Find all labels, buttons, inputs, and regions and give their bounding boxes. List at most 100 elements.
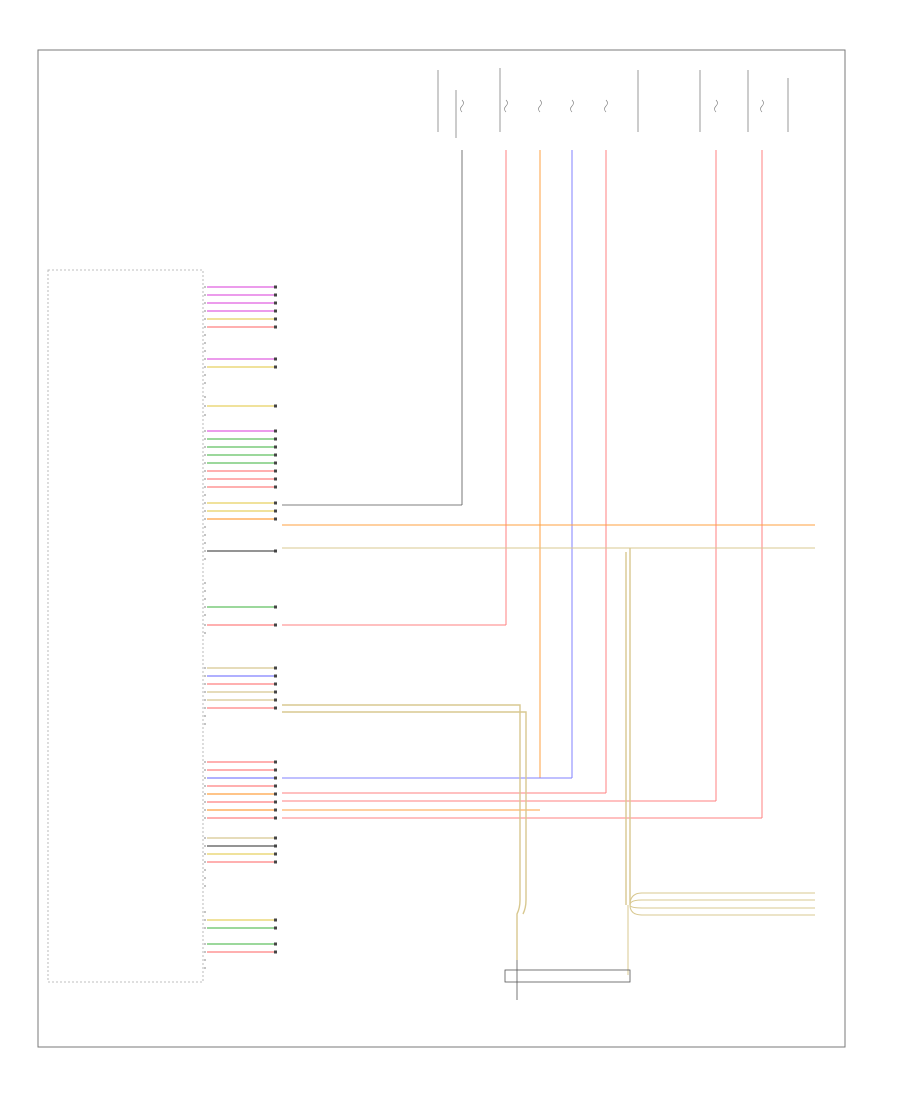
bcm-pin-marker [204,715,206,717]
bcm-pin-marker [204,777,206,779]
connector-terminal [274,477,277,481]
bcm-pin-marker [204,861,206,863]
bcm-pin-marker [204,534,206,536]
connector-terminal [274,453,277,457]
bcm-pin-marker [204,967,206,969]
fuse-symbol [760,99,764,113]
wire-tan-branch [629,904,815,909]
bcm-pin-marker [204,470,206,472]
bcm-pin-marker [204,793,206,795]
diagram-frame [37,49,846,1048]
bcm-pin-marker [204,885,206,887]
connector-terminal [274,666,277,670]
bcm-pin-marker [204,817,206,819]
connector-terminal [274,674,277,678]
connector-terminal [274,706,277,710]
connector-terminal [274,309,277,313]
bcm-pin-marker [204,877,206,879]
connector-terminal [274,950,277,954]
bcm-pin-marker [204,683,206,685]
bcm-pin-marker [204,801,206,803]
connector-terminal [274,501,277,505]
bcm-pin-marker [204,494,206,496]
connector-terminal [274,461,277,465]
connector-terminal [274,682,277,686]
bcm-pin-marker [204,486,206,488]
bcm-pin-marker [204,691,206,693]
connector-terminal [274,942,277,946]
bcm-pin-marker [204,943,206,945]
bcm-pin-marker [204,785,206,787]
fuse-symbol [460,99,464,113]
bcm-pin-marker [204,502,206,504]
bcm-pin-marker [204,358,206,360]
connector-terminal [274,605,277,609]
bcm-pin-marker [204,374,206,376]
fuse-header-group [437,68,789,138]
connector-terminal [274,357,277,361]
wire-tan-branch [629,899,815,906]
wire-tan-branch [629,892,815,906]
bcm-pin-marker [204,959,206,961]
bcm-pin-marker [204,919,206,921]
bcm-pin-marker [204,342,206,344]
connector-terminal [274,485,277,489]
bcm-pin-marker [204,614,206,616]
bcm-pin-marker [204,837,206,839]
bcm-pin-marker [204,350,206,352]
bcm-pin-marker [204,927,206,929]
bcm-pin-marker [204,430,206,432]
bcm-pin-marker [204,310,206,312]
bcm-box [47,269,204,983]
bcm-pin-marker [204,366,206,368]
connector-terminal [274,836,277,840]
wire-tan-branch [629,904,815,916]
wire-tan-ground [282,704,521,960]
ground-connector-body [504,969,631,983]
bcm-pin-marker [204,478,206,480]
bcm-pin-marker [204,438,206,440]
bcm-pin-marker [204,302,206,304]
ground-connector [504,960,631,1000]
bcm-pin-marker [204,396,206,398]
bcm-pin-marker [204,853,206,855]
connector-terminal [274,776,277,780]
bcm-pin-marker [204,707,206,709]
bcm-pin-marker [204,382,206,384]
connector-terminal [274,317,277,321]
connector-terminal [274,760,277,764]
connector-terminal [274,860,277,864]
bcm-pin-marker [204,845,206,847]
bcm-pin-marker [204,334,206,336]
feed-wires [461,150,763,818]
bcm-pin-marker [204,699,206,701]
connector-terminal [274,623,277,627]
bcm-pin-marker [204,951,206,953]
bcm-pin-marker [204,454,206,456]
connector-terminal [274,293,277,297]
fuse-symbol [604,99,608,113]
fuse-symbol [538,99,542,113]
bcm-pin-marker [204,526,206,528]
bcm-pin-marker [204,632,206,634]
connector-terminal [274,429,277,433]
fuse-symbol [714,99,718,113]
bcm-pin-marker [204,769,206,771]
bcm-pin-marker [204,405,206,407]
bcm-pin-marker [204,606,206,608]
connector-terminal [274,852,277,856]
bcm-pin-marker [204,723,206,725]
connector-terminal [274,469,277,473]
connector-terminal [274,918,277,922]
connector-terminal [274,768,277,772]
bcm-pin-marker [204,414,206,416]
bcm-pin-marker [204,869,206,871]
connector-terminal [274,509,277,513]
bcm-pin-marker [204,911,206,913]
bcm-pin-marker [204,510,206,512]
connector-terminal [274,792,277,796]
bcm-pin-marker [204,761,206,763]
connector-terminal [274,301,277,305]
bcm-pin-marker [204,462,206,464]
